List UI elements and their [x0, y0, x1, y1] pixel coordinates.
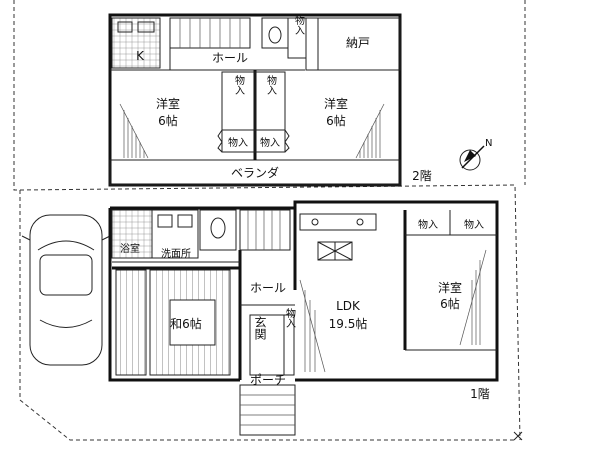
floor-2-label: 2階	[412, 168, 432, 183]
closet-small-b-label: 物入	[260, 136, 280, 149]
closet-mid-a-label: 物入	[233, 74, 245, 95]
closet-b-label: 物入	[464, 218, 484, 231]
western-room-hatch	[459, 249, 487, 346]
veranda-label: ベランダ	[231, 165, 279, 180]
kitchenette-label: K	[136, 49, 145, 63]
floor-1-label: 1階	[470, 386, 490, 401]
porch-label: ポーチ	[250, 373, 286, 387]
closet-mid-b-label: 物入	[265, 74, 277, 95]
ldk-size: 19.5帖	[329, 316, 368, 331]
compass-label: N	[485, 138, 492, 149]
storage-upper-label: 物入	[293, 14, 305, 35]
room-right-name: 洋室	[324, 96, 348, 111]
compass-icon: N	[459, 138, 492, 171]
closet-a-label: 物入	[418, 218, 438, 231]
western-room-name: 洋室	[438, 280, 462, 295]
entrance-label: 玄関	[253, 315, 267, 340]
closet-small-a-label: 物入	[228, 136, 248, 149]
parked-car-icon	[21, 214, 111, 366]
hatch-left	[119, 103, 149, 159]
room-left-name: 洋室	[156, 96, 180, 111]
site-boundary	[13, 0, 526, 441]
floor-2-plan: K ホール 物入 納戸 洋室 6帖 洋室 6帖 物入 物入 物入 物入 ベランダ…	[108, 13, 432, 187]
ldk-name: LDK	[336, 299, 361, 313]
room-left-size: 6帖	[158, 113, 178, 128]
ldk-hatch	[299, 279, 326, 373]
stairs-upper	[169, 17, 251, 49]
hatch-right	[355, 103, 385, 159]
shoe-storage-label: 物入	[284, 307, 296, 328]
hall-lower-label: ホール	[250, 281, 286, 295]
closet-label: 納戸	[346, 36, 370, 50]
western-room-size: 6帖	[440, 296, 460, 311]
washroom-label: 洗面所	[161, 248, 191, 260]
porch-stairs	[239, 384, 296, 436]
stairs-lower	[239, 209, 291, 251]
floor-1-plan: 浴室 洗面所 ホール 和6帖 玄関 物入 LDK 19.5帖 洋室 6帖 物入 …	[108, 200, 499, 436]
hall-upper-label: ホール	[212, 51, 248, 65]
bath-label: 浴室	[120, 242, 140, 255]
japanese-room-label: 和6帖	[170, 316, 202, 331]
room-right-size: 6帖	[326, 113, 346, 128]
